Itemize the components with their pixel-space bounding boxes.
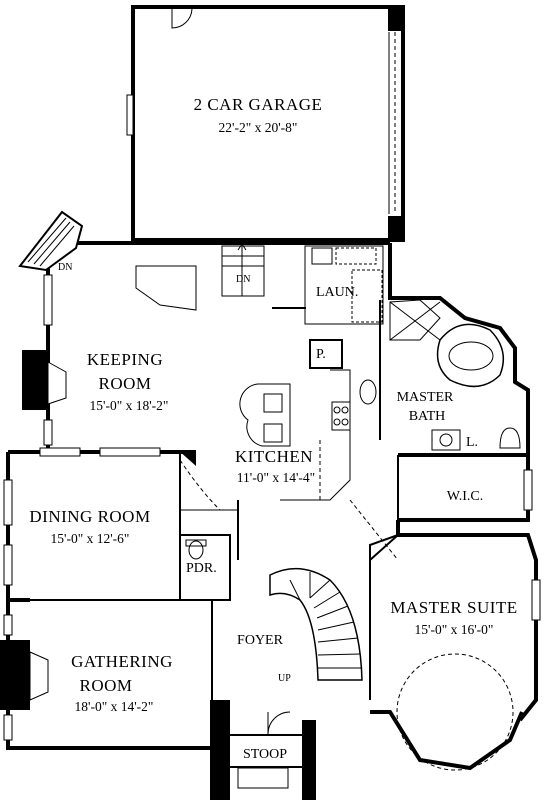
windows bbox=[3, 274, 541, 741]
master-bath-name-1: MASTER bbox=[397, 390, 454, 405]
gathering-dims: 18'-0" x 14'-2" bbox=[75, 699, 154, 714]
keeping-name-1: KEEPING bbox=[87, 350, 163, 369]
stair-dn-label: DN bbox=[236, 274, 250, 285]
master-suite-dims: 15'-0" x 16'-0" bbox=[415, 622, 494, 637]
dining-name: DINING ROOM bbox=[29, 507, 150, 526]
master-bath-fixtures bbox=[359, 299, 521, 451]
garage-name: 2 CAR GARAGE bbox=[194, 95, 323, 114]
interior-walls bbox=[179, 452, 399, 700]
stair-down bbox=[221, 243, 265, 297]
foyer-name: FOYER bbox=[237, 633, 284, 648]
pantry bbox=[309, 339, 343, 369]
powder-label: PDR. bbox=[186, 561, 217, 576]
laundry-room bbox=[272, 245, 384, 325]
keeping-dims: 15'-0" x 18'-2" bbox=[90, 398, 169, 413]
keeping-fireplace bbox=[22, 350, 48, 410]
kitchen-fixtures bbox=[239, 369, 351, 501]
gathering-name-1: GATHERING bbox=[71, 652, 173, 671]
master-suite-name: MASTER SUITE bbox=[390, 598, 517, 617]
dining-dims: 15'-0" x 12'-6" bbox=[51, 531, 130, 546]
garage-dims: 22'-2" x 20'-8" bbox=[219, 120, 298, 135]
master-bay-outline bbox=[396, 653, 514, 771]
pantry-label: P. bbox=[316, 347, 326, 362]
deck bbox=[18, 210, 84, 272]
stair-up-label: UP bbox=[278, 673, 291, 684]
garage-walls bbox=[126, 5, 405, 242]
curved-stair bbox=[269, 567, 363, 681]
gathering-name-2: ROOM bbox=[79, 676, 132, 695]
wic-name: W.I.C. bbox=[447, 489, 483, 504]
gathering-fireplace bbox=[0, 640, 30, 710]
deck-dn-label: DN bbox=[58, 262, 72, 273]
keeping-built-in bbox=[135, 265, 197, 311]
entry bbox=[210, 700, 316, 800]
stoop-name: STOOP bbox=[243, 747, 287, 762]
dining-arch bbox=[179, 459, 221, 511]
keeping-name-2: ROOM bbox=[98, 374, 151, 393]
laundry-label: LAUN. bbox=[316, 285, 358, 300]
kitchen-name: KITCHEN bbox=[235, 447, 313, 466]
linen-label: L. bbox=[466, 435, 478, 450]
master-bath-name-2: BATH bbox=[409, 409, 446, 424]
kitchen-dims: 11'-0" x 14'-4" bbox=[237, 470, 315, 485]
